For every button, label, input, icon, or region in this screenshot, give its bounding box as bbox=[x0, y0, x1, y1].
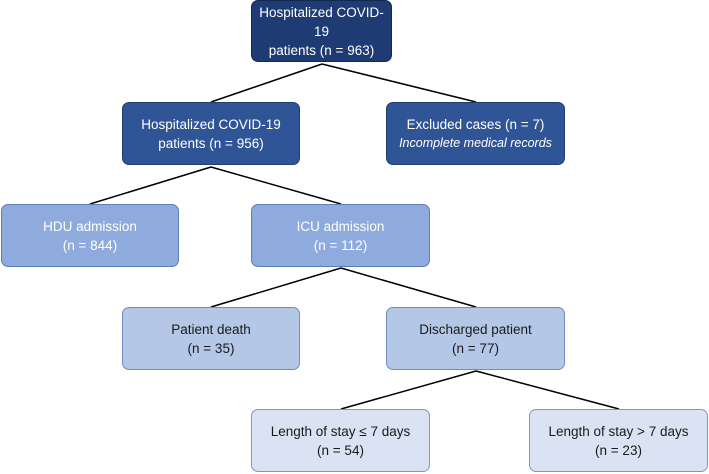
connector-root-to-excluded bbox=[321, 63, 477, 103]
connector-root-to-hosp bbox=[210, 63, 323, 103]
connector-hosp-to-hdu bbox=[89, 166, 212, 205]
node-count: patients (n = 963) bbox=[268, 42, 375, 58]
node-icu-admission: ICU admission (n = 112) bbox=[251, 204, 430, 267]
connector-discharged-to-los-short bbox=[340, 370, 477, 410]
node-label: Hospitalized COVID-19 bbox=[259, 4, 384, 39]
node-count: (n = 112) bbox=[313, 237, 368, 253]
node-discharged-patient: Discharged patient (n = 77) bbox=[386, 307, 565, 370]
node-length-of-stay-short: Length of stay ≤ 7 days (n = 54) bbox=[251, 409, 430, 472]
node-label: Discharged patient bbox=[419, 321, 532, 337]
node-label: Length of stay ≤ 7 days bbox=[270, 423, 411, 439]
connector-icu-to-discharged bbox=[340, 267, 477, 308]
node-label: HDU admission bbox=[43, 218, 137, 234]
node-hospitalized-total: Hospitalized COVID-19 patients (n = 963) bbox=[251, 0, 392, 62]
connector-icu-to-death bbox=[210, 267, 342, 308]
node-count: (n = 23) bbox=[595, 442, 642, 458]
node-hdu-admission: HDU admission (n = 844) bbox=[1, 204, 179, 267]
node-excluded-cases: Excluded cases (n = 7) Incomplete medica… bbox=[386, 102, 565, 165]
node-count: (n = 844) bbox=[62, 237, 118, 253]
node-label: ICU admission bbox=[296, 218, 385, 234]
node-patient-death: Patient death (n = 35) bbox=[122, 307, 300, 370]
node-label: Excluded cases (n = 7) bbox=[406, 116, 545, 132]
node-label: Hospitalized COVID-19 bbox=[141, 116, 281, 132]
node-count: (n = 35) bbox=[187, 340, 235, 356]
connector-hosp-to-icu bbox=[210, 166, 342, 205]
node-count: (n = 77) bbox=[452, 340, 499, 356]
node-count: patients (n = 956) bbox=[158, 135, 264, 151]
connector-discharged-to-los-long bbox=[475, 370, 620, 410]
node-hospitalized-included: Hospitalized COVID-19 patients (n = 956) bbox=[122, 102, 300, 165]
node-count: (n = 54) bbox=[317, 442, 364, 458]
node-length-of-stay-long: Length of stay > 7 days (n = 23) bbox=[529, 409, 708, 472]
node-label: Length of stay > 7 days bbox=[548, 423, 689, 439]
node-label: Patient death bbox=[171, 321, 251, 337]
node-note: Incomplete medical records bbox=[399, 135, 552, 150]
